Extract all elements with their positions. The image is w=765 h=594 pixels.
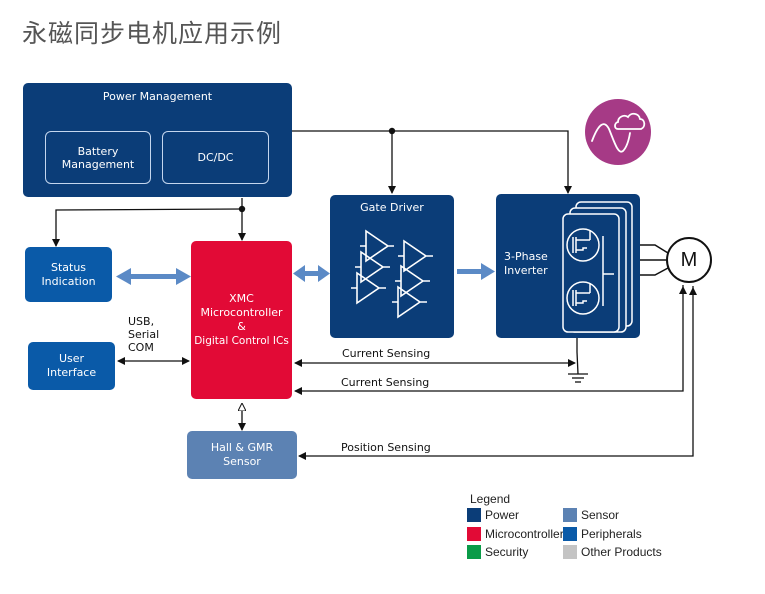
legend-title: Legend — [470, 492, 511, 506]
user-interface-block: User Interface — [28, 342, 115, 390]
gate-driver-label: Gate Driver — [360, 201, 424, 214]
legend-swatch — [563, 508, 577, 522]
gate-driver-block: Gate Driver — [330, 195, 454, 338]
motor: M — [666, 237, 712, 283]
amplifier-icon — [355, 250, 390, 284]
battery-management-label-1: Battery — [77, 144, 119, 158]
usb-label-line-1: USB, — [128, 315, 155, 328]
legend-label: Microcontroller — [485, 527, 564, 541]
legend-swatch — [467, 545, 481, 559]
mcu-gate-driver-bidirectional-arrow — [293, 265, 330, 282]
battery-management-label-2: Management — [61, 157, 135, 171]
mosfet-stack-icon — [562, 201, 633, 333]
legend-item-power: Power — [467, 508, 519, 522]
amplifier-icon — [398, 239, 433, 273]
legend-swatch — [563, 545, 577, 559]
sensor-label-2: Sensor — [223, 455, 261, 468]
legend-item-security: Security — [467, 545, 528, 559]
power-management-label: Power Management — [102, 90, 213, 103]
mcu-label-3: & — [237, 320, 246, 333]
inverter-block: 3-Phase Inverter — [496, 194, 640, 338]
sine-cloud-icon — [585, 99, 651, 165]
legend-label: Security — [485, 545, 529, 559]
legend-swatch — [563, 527, 577, 541]
status-indication-label-2: Indication — [41, 274, 96, 288]
power-to-status-line — [52, 208, 243, 247]
position-sensing-line — [298, 286, 694, 460]
inverter-label-2: Inverter — [504, 264, 548, 277]
inverter-label-1: 3-Phase — [504, 250, 548, 263]
status-mcu-bidirectional-arrow — [116, 268, 191, 285]
sensor-label-1: Hall & GMR — [210, 441, 274, 454]
amplifier-icons — [351, 229, 433, 319]
power-bus-line — [292, 130, 572, 194]
mosfet-icon — [566, 228, 600, 262]
battery-management-block: Battery Management — [45, 131, 151, 184]
mosfet-icon — [566, 281, 600, 315]
legend-label: Peripherals — [581, 527, 642, 541]
user-interface-label-1: User — [58, 352, 85, 365]
amplifier-icon — [392, 285, 427, 319]
page-title: 永磁同步电机应用示例 — [22, 19, 283, 48]
power-management-block: Power Management — [23, 83, 292, 197]
position-sensing-label: Position Sensing — [341, 441, 431, 454]
gate-driver-to-inverter-arrow — [457, 263, 495, 280]
status-indication-label-1: Status — [50, 260, 87, 274]
current-sensing-2-line — [294, 285, 684, 395]
legend-label: Power — [485, 508, 520, 522]
mcu-label-2: Microcontroller — [200, 306, 283, 319]
current-sensing-label-1: Current Sensing — [342, 347, 431, 360]
dcdc-label: DC/DC — [197, 151, 234, 164]
legend-item-sensor: Sensor — [563, 508, 619, 522]
amplifier-icon — [351, 271, 386, 305]
amplifier-icon — [360, 229, 394, 263]
mcu-label-1: XMC — [229, 292, 254, 305]
microcontroller-block: XMC Microcontroller & Digital Control IC… — [191, 241, 292, 399]
dcdc-block: DC/DC — [162, 131, 269, 184]
current-sensing-label-2: Current Sensing — [341, 376, 430, 389]
legend-item-other-products: Other Products — [563, 545, 662, 559]
status-indication-block: Status Indication — [25, 247, 112, 302]
usb-serial-com-label: USB, Serial COM — [128, 315, 159, 354]
hall-gmr-sensor-block: Hall & GMR Sensor — [187, 431, 297, 479]
usb-label-line-3: COM — [128, 341, 154, 354]
legend-item-microcontroller: Microcontroller — [467, 527, 564, 541]
legend-label: Sensor — [581, 508, 620, 522]
sine-cloud-glyph — [591, 112, 646, 153]
usb-label-line-2: Serial — [128, 328, 160, 341]
mcu-label-4: Digital Control ICs — [194, 335, 289, 347]
motor-phase-lines — [640, 244, 669, 276]
legend-item-peripherals: Peripherals — [563, 527, 642, 541]
user-interface-label-2: Interface — [46, 366, 97, 379]
ground-icon — [568, 373, 588, 383]
inverter-ground-line — [576, 338, 579, 375]
amplifier-icon — [395, 264, 430, 298]
legend-swatch — [467, 527, 481, 541]
legend-swatch — [467, 508, 481, 522]
legend-label: Other Products — [581, 545, 662, 559]
